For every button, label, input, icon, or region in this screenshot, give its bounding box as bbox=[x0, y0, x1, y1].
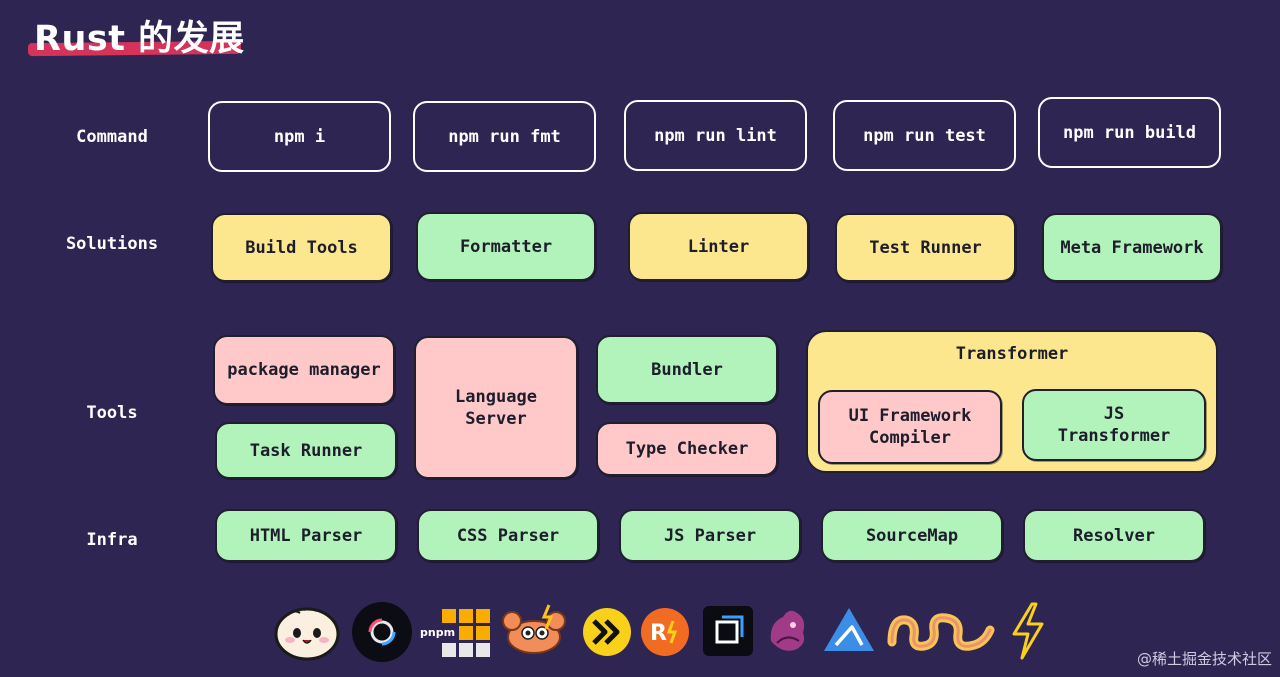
circle-tool-logo-icon bbox=[352, 602, 412, 662]
crab-logo-icon bbox=[502, 604, 566, 654]
watermark: @稀土掘金技术社区 bbox=[1136, 650, 1272, 668]
rs-logo-text: R bbox=[650, 621, 667, 646]
infra-js-parser: JS Parser bbox=[619, 509, 801, 562]
tool-package-manager: package manager bbox=[213, 335, 395, 405]
row-label-infra: Infra bbox=[86, 530, 138, 550]
language-server-line-1: Language bbox=[455, 386, 537, 407]
js-transformer-line-1: JS bbox=[1103, 404, 1125, 424]
infra-css-parser: CSS Parser bbox=[417, 509, 599, 562]
solution-build-tools: Build Tools bbox=[211, 213, 392, 282]
command-npm-run-lint: npm run lint bbox=[624, 100, 807, 171]
language-server-line-2: Server bbox=[465, 408, 527, 429]
page-title: Rust 的发展 bbox=[34, 19, 245, 59]
pnpm-logo-text: pnpm bbox=[420, 626, 455, 639]
lightning-logo-icon bbox=[1012, 602, 1044, 660]
tool-type-checker: Type Checker bbox=[596, 422, 778, 476]
js-transformer-line-2: Transformer bbox=[1057, 426, 1171, 446]
bun-logo-icon bbox=[274, 607, 340, 661]
pnpm-logo-icon: pnpm bbox=[420, 609, 490, 657]
row-label-command: Command bbox=[76, 127, 148, 147]
solution-formatter: Formatter bbox=[416, 212, 596, 281]
row-label-tools: Tools bbox=[86, 403, 138, 423]
ui-framework-compiler-line-2: Compiler bbox=[869, 428, 951, 448]
swc-logo-icon bbox=[887, 613, 995, 651]
tool-bundler: Bundler bbox=[596, 335, 778, 404]
solution-linter: Linter bbox=[628, 212, 809, 281]
infra-resolver: Resolver bbox=[1023, 509, 1205, 562]
square-frame-logo-icon bbox=[703, 606, 753, 656]
solution-test-runner: Test Runner bbox=[835, 213, 1016, 282]
ui-framework-compiler-line-1: UI Framework bbox=[848, 406, 972, 426]
command-npm-run-build: npm run build bbox=[1038, 97, 1221, 168]
tool-js-transformer: JS Transformer bbox=[1022, 389, 1206, 461]
command-npm-run-fmt: npm run fmt bbox=[413, 101, 596, 172]
purple-mascot-logo-icon bbox=[770, 610, 805, 651]
fast-forward-logo-icon bbox=[583, 608, 631, 656]
triangle-logo-icon bbox=[824, 608, 874, 651]
command-npm-run-test: npm run test bbox=[833, 100, 1016, 171]
row-label-solutions: Solutions bbox=[65, 234, 159, 254]
solution-meta-framework: Meta Framework bbox=[1042, 213, 1222, 282]
command-npm-i: npm i bbox=[208, 101, 391, 172]
infra-sourcemap: SourceMap bbox=[821, 509, 1003, 562]
tool-ui-framework-compiler: UI Framework Compiler bbox=[818, 390, 1002, 464]
infra-html-parser: HTML Parser bbox=[215, 509, 397, 562]
transformer-label: Transformer bbox=[955, 344, 1069, 364]
tool-task-runner: Task Runner bbox=[215, 422, 397, 479]
tool-transformer-group: Transformer UI Framework Compiler JS Tra… bbox=[806, 330, 1218, 473]
tool-language-server: Language Server bbox=[414, 336, 578, 479]
rs-logo-icon: R bbox=[641, 608, 689, 656]
